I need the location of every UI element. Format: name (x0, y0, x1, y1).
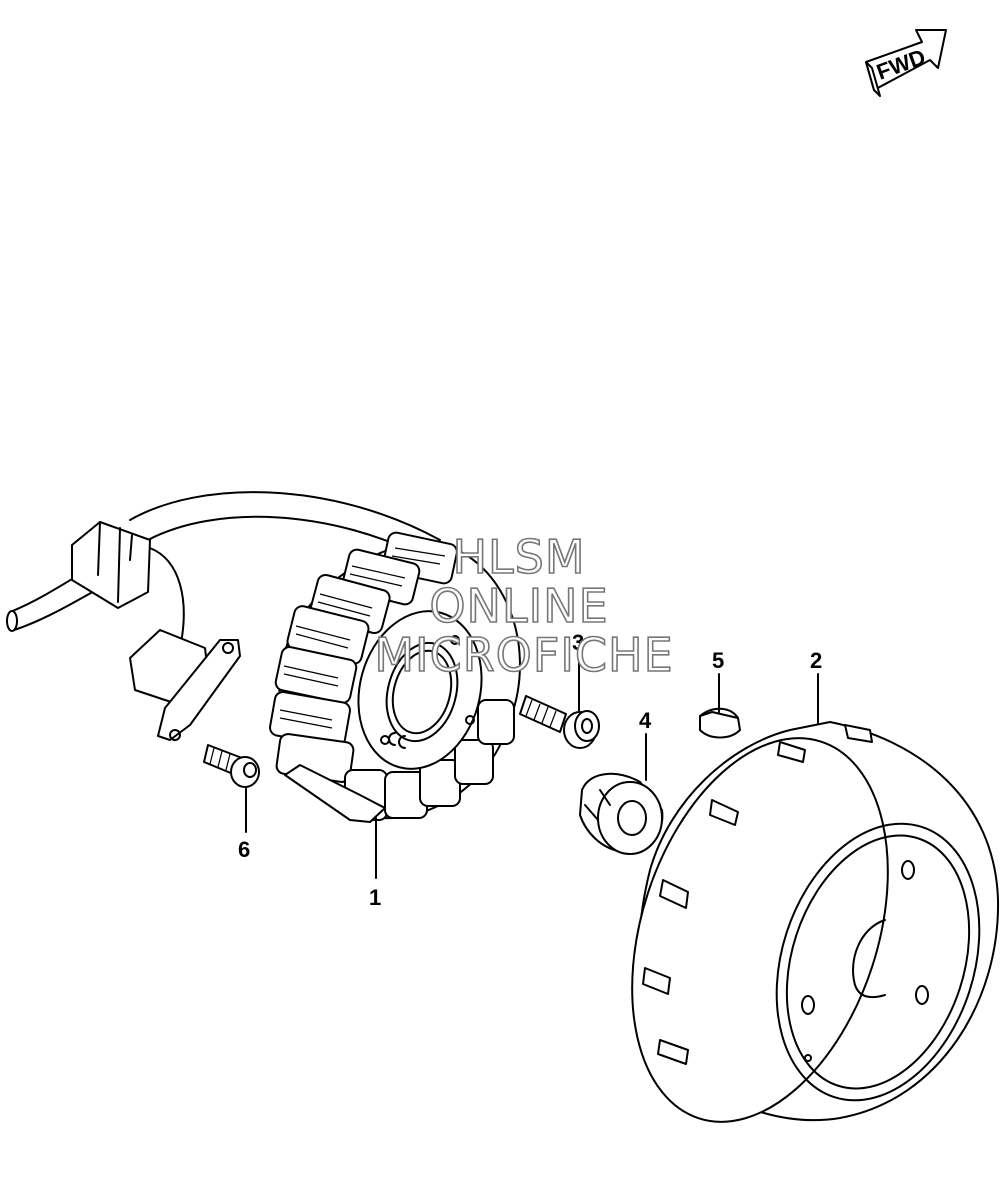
screw-part-6 (203, 744, 260, 788)
watermark-line-1: HLSM (452, 530, 585, 584)
wiring-harness (6, 491, 441, 649)
flywheel-magnet-slots (642, 724, 873, 1065)
leader-lines (245, 655, 819, 879)
callouts: 1 2 3 4 5 6 (238, 630, 822, 910)
fwd-label: FWD (873, 44, 929, 85)
callout-1: 1 (369, 885, 381, 910)
watermark-line-2: ONLINE (429, 579, 608, 633)
callout-6: 6 (238, 837, 250, 862)
callout-4: 4 (639, 708, 652, 733)
callout-3: 3 (572, 630, 584, 655)
nut-part-4 (579, 772, 664, 855)
callout-5: 5 (712, 648, 724, 673)
callout-2: 2 (810, 648, 822, 673)
watermark: HLSM ONLINE MICROFICHE (374, 529, 674, 683)
pickup-sensor (129, 629, 241, 741)
watermark-line-3: MICROFICHE (374, 628, 673, 682)
flywheel-rotor (631, 721, 1000, 1123)
stator (269, 531, 521, 823)
fwd-arrow: FWD (865, 29, 947, 97)
key-part-5 (699, 707, 741, 739)
bolt-part-3 (519, 695, 600, 749)
